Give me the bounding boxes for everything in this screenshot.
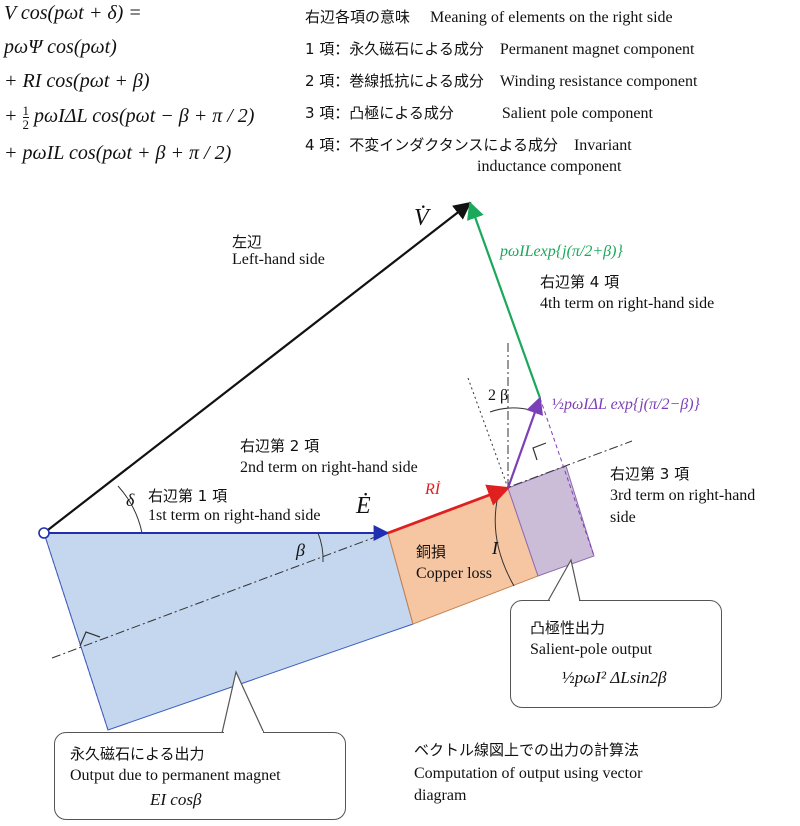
- term1-label-ja: 右辺第 1 項: [148, 487, 228, 505]
- term1-label-en: 1st term on right-hand side: [148, 507, 321, 524]
- term3-label-en-1: 3rd term on right-hand: [610, 487, 756, 504]
- current-axis-line: [51, 440, 633, 659]
- pm-output-region: [43, 532, 414, 731]
- equation-line-5: + pωIL cos(pωt + β + π / 2): [4, 142, 232, 164]
- legend-item-1-en: Permanent magnet component: [499, 41, 695, 58]
- copper-loss-label-ja: 銅損: [416, 543, 447, 561]
- pm-callout-seam: [224, 731, 263, 734]
- legend-item-1-ja: 1 項：永久磁石による成分: [305, 40, 484, 58]
- equation-line-1: V cos(pωt + δ) =: [4, 2, 142, 24]
- salient-formula-body: pωI² ΔLsin2β: [574, 668, 667, 687]
- delta-label: δ: [126, 490, 135, 510]
- equation-4-fraction: 1 2: [22, 103, 30, 132]
- term2-label-ja: 右辺第 2 項: [240, 437, 320, 455]
- salient-formula-fraction: ½: [562, 668, 575, 687]
- pm-callout-pointer: [221, 670, 265, 734]
- term4-label-en: 4th term on right-hand side: [540, 295, 715, 312]
- method-title-en-1: Computation of output using vector: [414, 765, 643, 782]
- legend-item-3: 3 項：凸極による成分 Salient pole component: [305, 102, 653, 123]
- salient-output-label-en: Salient-pole output: [530, 641, 653, 658]
- V-vector-label: V̇: [414, 205, 429, 231]
- term2-label-en: 2nd term on right-hand side: [240, 459, 418, 476]
- equation-line-3: + RI cos(pωt + β): [4, 70, 150, 92]
- term3-expression: ½pωIΔL exp{j(π/2−β)}: [552, 395, 700, 415]
- RI-vector-label: Rİ: [425, 481, 441, 498]
- legend-header: 右辺各項の意味 Meaning of elements on the right…: [305, 6, 673, 27]
- RI-vector: [387, 484, 511, 535]
- salient-callout-seam: [550, 599, 579, 602]
- term4-vector: [467, 201, 542, 399]
- legend-item-2-en: Winding resistance component: [499, 73, 698, 90]
- term3-expr-body: pωIΔL exp{j(π/2−β)}: [564, 396, 700, 413]
- salient-output-label-ja: 凸極性出力: [530, 619, 606, 637]
- two-beta-arc: [489, 407, 531, 413]
- right-angle-marker-bottom: [79, 631, 101, 647]
- legend-item-4: 4 項：不変インダクタンスによる成分 Invariant: [305, 134, 632, 155]
- E-vector-label: Ė: [356, 493, 371, 519]
- term4-label-ja: 右辺第 4 項: [540, 273, 620, 291]
- pm-output-formula: EI cosβ: [150, 790, 202, 809]
- left-side-label-ja: 左辺: [232, 233, 263, 251]
- equation-line-2: pωΨ cos(pωt): [4, 36, 117, 58]
- term3-vector: [506, 396, 543, 489]
- term3-label-en-2: side: [610, 509, 636, 526]
- legend-item-2-ja: 2 項：巻線抵抗による成分: [305, 72, 484, 90]
- term3-expr-fraction: ½: [552, 396, 564, 413]
- legend-header-ja: 右辺各項の意味: [305, 8, 411, 26]
- origin-point: [38, 527, 50, 539]
- equation-4-plus: +: [4, 105, 18, 128]
- copper-loss-label-en: Copper loss: [416, 565, 492, 582]
- fraction-numerator: 1: [22, 103, 29, 118]
- left-side-label-en: Left-hand side: [232, 251, 325, 268]
- legend-item-4-en-line2: inductance component: [477, 158, 622, 175]
- delta-arc: [117, 485, 143, 534]
- right-angle-marker-top: [532, 442, 547, 461]
- legend-item-2: 2 項：巻線抵抗による成分 Winding resistance compone…: [305, 70, 697, 91]
- pm-output-label-en: Output due to permanent magnet: [70, 767, 281, 784]
- method-title-ja: ベクトル線図上での出力の計算法: [414, 741, 640, 759]
- legend-item-3-en: Salient pole component: [501, 105, 653, 122]
- V-vector: [43, 201, 472, 534]
- equation-line-4: + 1 2 pωIΔL cos(pωt − β + π / 2): [4, 104, 254, 131]
- I-label: I: [492, 538, 498, 558]
- legend-item-4-ja: 4 項：不変インダクタンスによる成分: [305, 136, 558, 154]
- salient-callout-pointer: [547, 558, 581, 602]
- legend-item-4-en: Invariant: [573, 137, 632, 154]
- salient-callout-box: [510, 600, 722, 708]
- term4-expression: pωILexp{j(π/2+β)}: [500, 243, 623, 260]
- two-beta-label: 2 β: [488, 387, 509, 404]
- method-title-en-2: diagram: [414, 787, 467, 804]
- legend-item-1: 1 項：永久磁石による成分 Permanent magnet component: [305, 38, 694, 59]
- pm-callout-box: [54, 732, 346, 820]
- fraction-denominator: 2: [22, 117, 30, 132]
- term3-label-ja: 右辺第 3 項: [610, 465, 690, 483]
- pm-output-label-ja: 永久磁石による出力: [70, 745, 205, 763]
- legend-item-3-ja: 3 項：凸極による成分: [305, 104, 454, 122]
- beta-label: β: [296, 540, 305, 560]
- equation-4-rest: pωIΔL cos(pωt − β + π / 2): [34, 105, 255, 128]
- legend-header-en: Meaning of elements on the right side: [430, 9, 673, 26]
- salient-output-formula: ½pωI² ΔLsin2β: [562, 668, 667, 688]
